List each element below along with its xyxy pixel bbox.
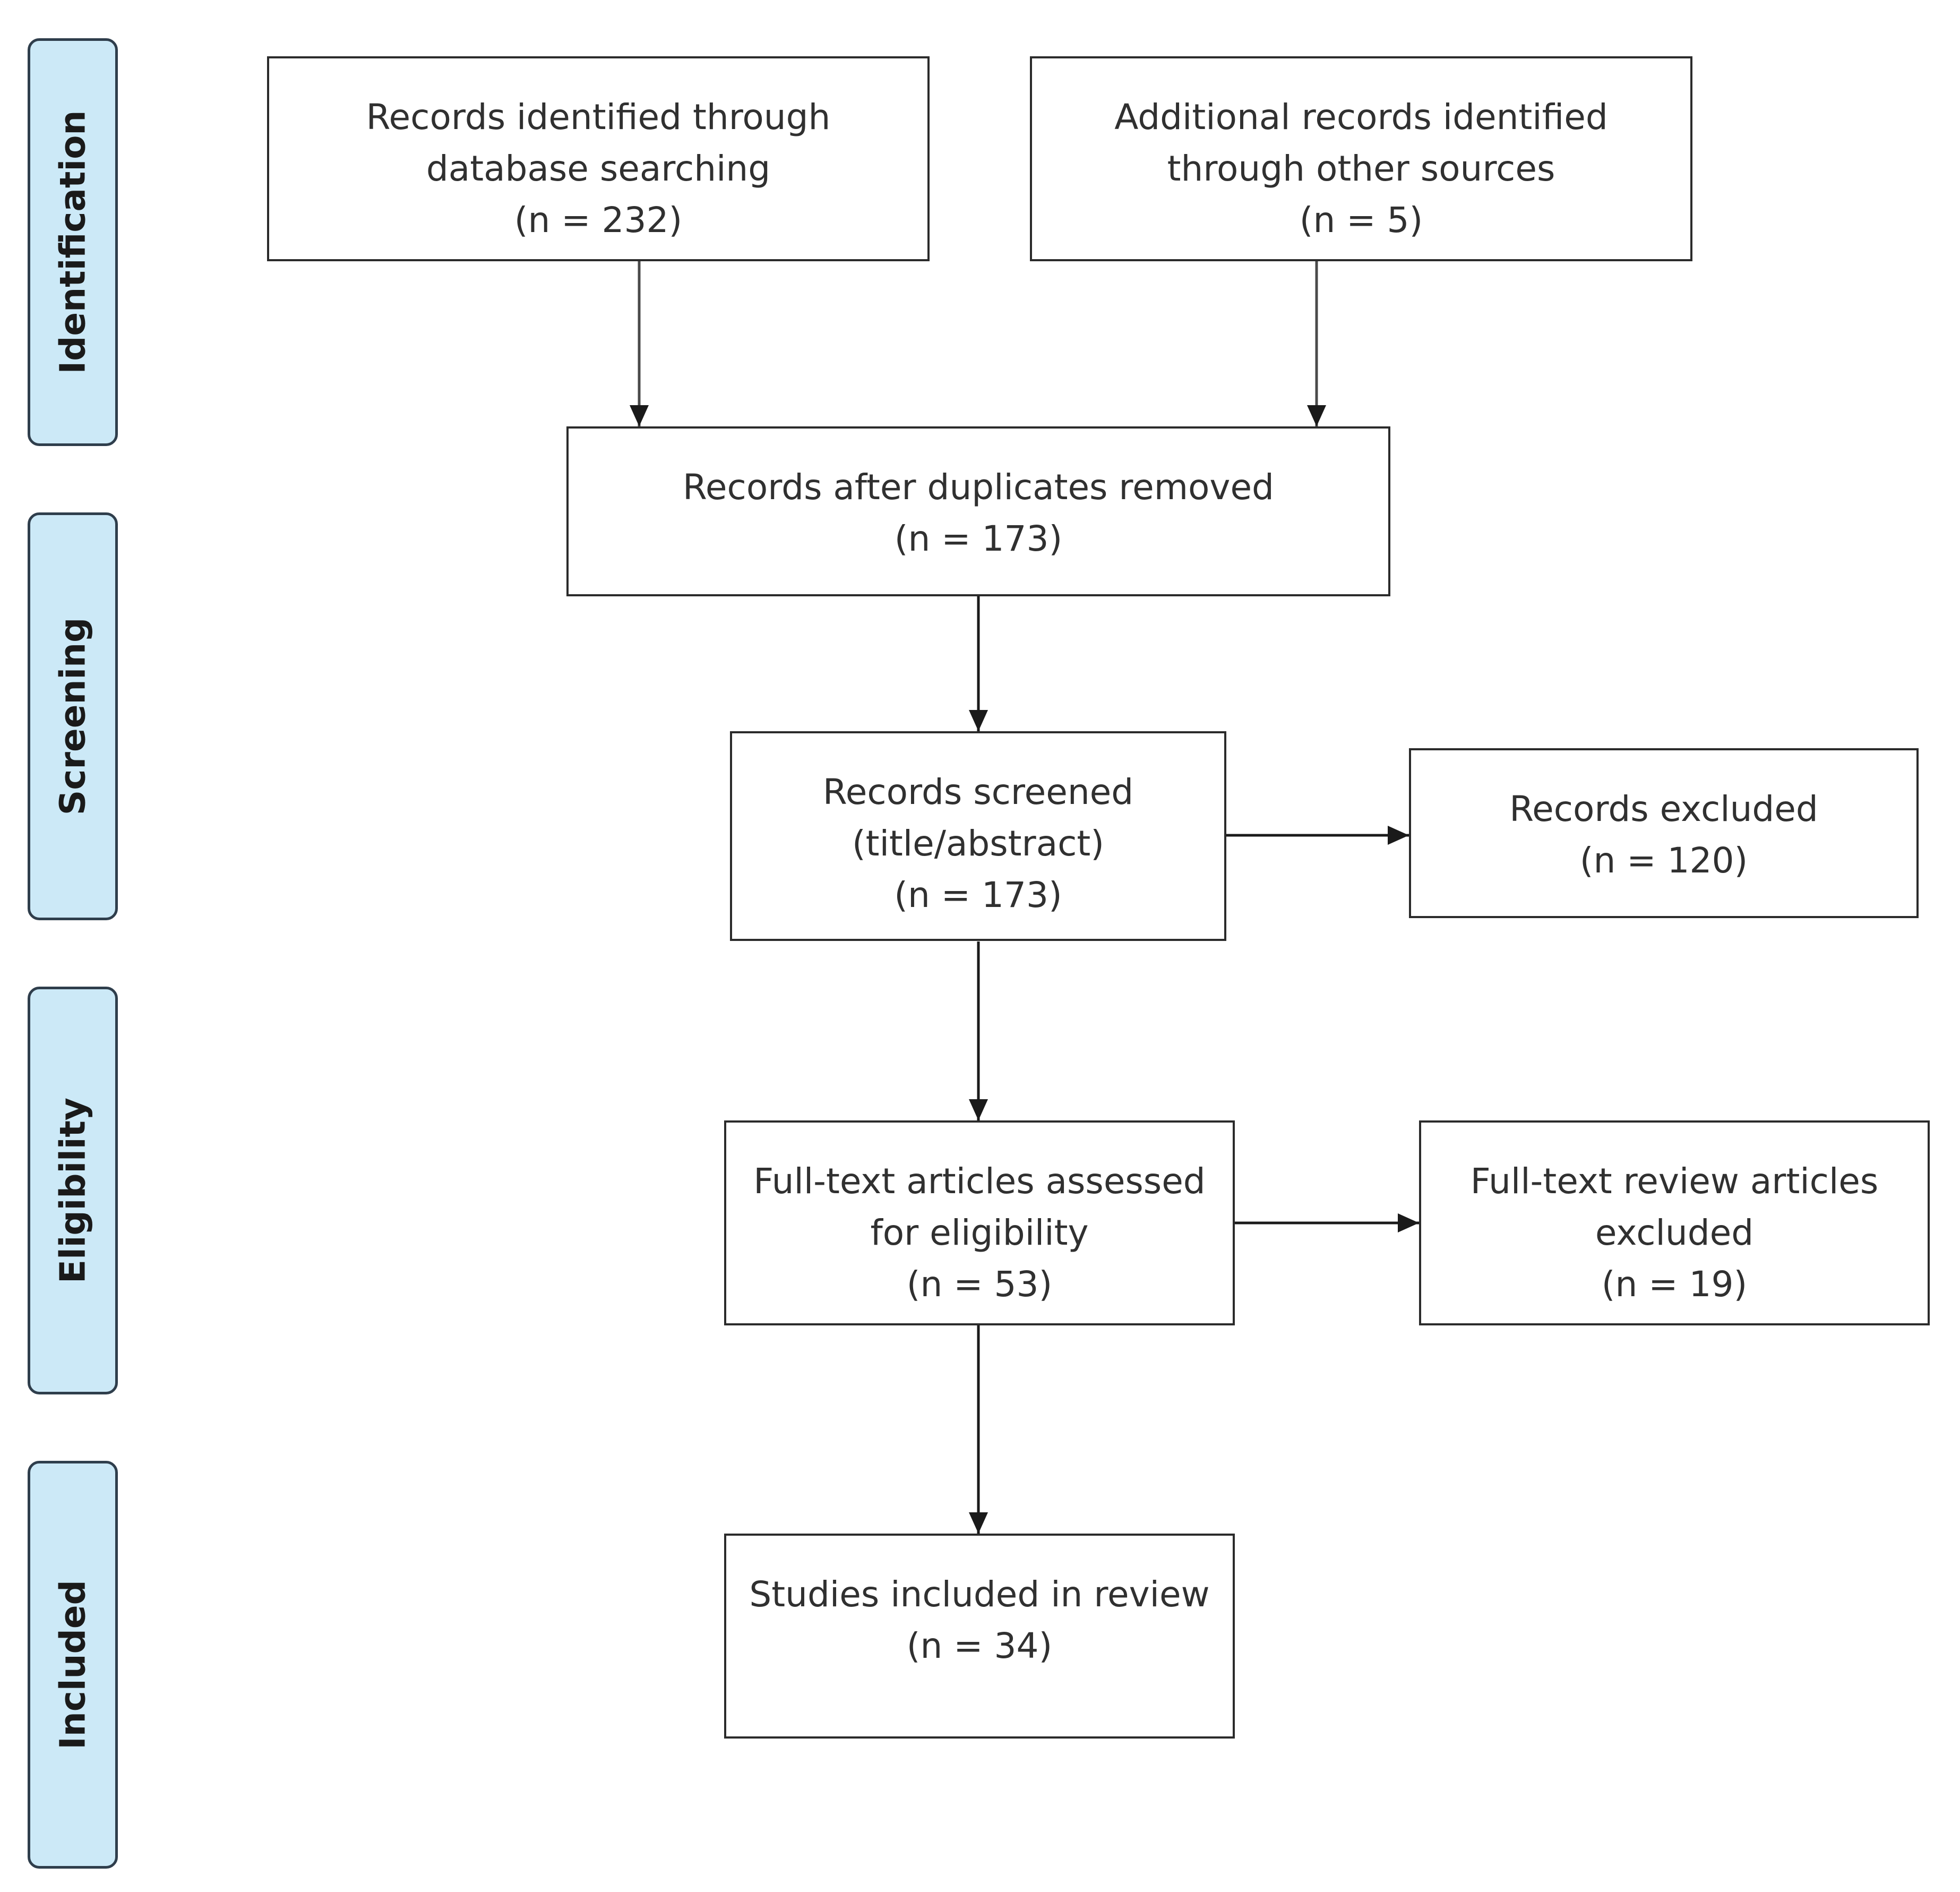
- arrowhead-duplicates-to-screened: [969, 710, 988, 731]
- box-after-duplicates: Records after duplicates removed (n = 17…: [566, 426, 1390, 596]
- box-line: (title/abstract): [852, 823, 1105, 864]
- box-records-screened: Records screened (title/abstract) (n = 1…: [730, 731, 1226, 941]
- box-line: Full-text articles assessed: [753, 1161, 1206, 1202]
- box-line: Records identified through: [366, 97, 831, 138]
- box-line: (n = 19): [1601, 1264, 1748, 1305]
- box-full-text-excluded: Full-text review articles excluded (n = …: [1419, 1120, 1930, 1325]
- box-line: Records excluded: [1509, 789, 1818, 829]
- stage-eligibility: Eligibility: [28, 987, 118, 1394]
- box-line: (n = 53): [906, 1264, 1053, 1305]
- box-line: Records screened: [822, 772, 1134, 812]
- box-line: (n = 120): [1579, 840, 1748, 881]
- box-line: Full-text review articles: [1470, 1161, 1879, 1202]
- box-records-excluded: Records excluded (n = 120): [1409, 748, 1919, 918]
- box-line: (n = 5): [1299, 200, 1423, 241]
- box-line: Studies included in review: [749, 1574, 1210, 1615]
- box-line: Additional records identified: [1114, 97, 1608, 138]
- arrowhead-screened-to-fulltext: [969, 1099, 988, 1120]
- box-line: (n = 232): [514, 200, 683, 241]
- arrowhead-fulltext-to-excluded: [1398, 1213, 1419, 1232]
- stage-included: Included: [28, 1461, 118, 1869]
- box-line: Records after duplicates removed: [683, 467, 1274, 508]
- box-other-sources: Additional records identified through ot…: [1030, 56, 1692, 261]
- box-line: (n = 173): [894, 875, 1062, 915]
- box-line: through other sources: [1167, 148, 1555, 189]
- box-line: (n = 34): [906, 1625, 1053, 1666]
- box-studies-included: Studies included in review (n = 34): [724, 1534, 1235, 1739]
- arrowhead-fulltext-to-included: [969, 1512, 988, 1534]
- box-database-search: Records identified through database sear…: [267, 56, 930, 261]
- arrowhead-other-to-duplicates: [1307, 405, 1326, 426]
- box-full-text-assessed: Full-text articles assessed for eligibil…: [724, 1120, 1235, 1325]
- arrowhead-screened-to-excluded: [1388, 826, 1409, 845]
- box-line: excluded: [1595, 1212, 1754, 1253]
- box-line: database searching: [426, 148, 771, 189]
- box-line: for eligibility: [870, 1212, 1089, 1253]
- stage-identification: Identification: [28, 38, 118, 446]
- arrowhead-database-to-duplicates: [630, 405, 649, 426]
- box-line: (n = 173): [894, 518, 1063, 559]
- stage-screening: Screening: [28, 512, 118, 920]
